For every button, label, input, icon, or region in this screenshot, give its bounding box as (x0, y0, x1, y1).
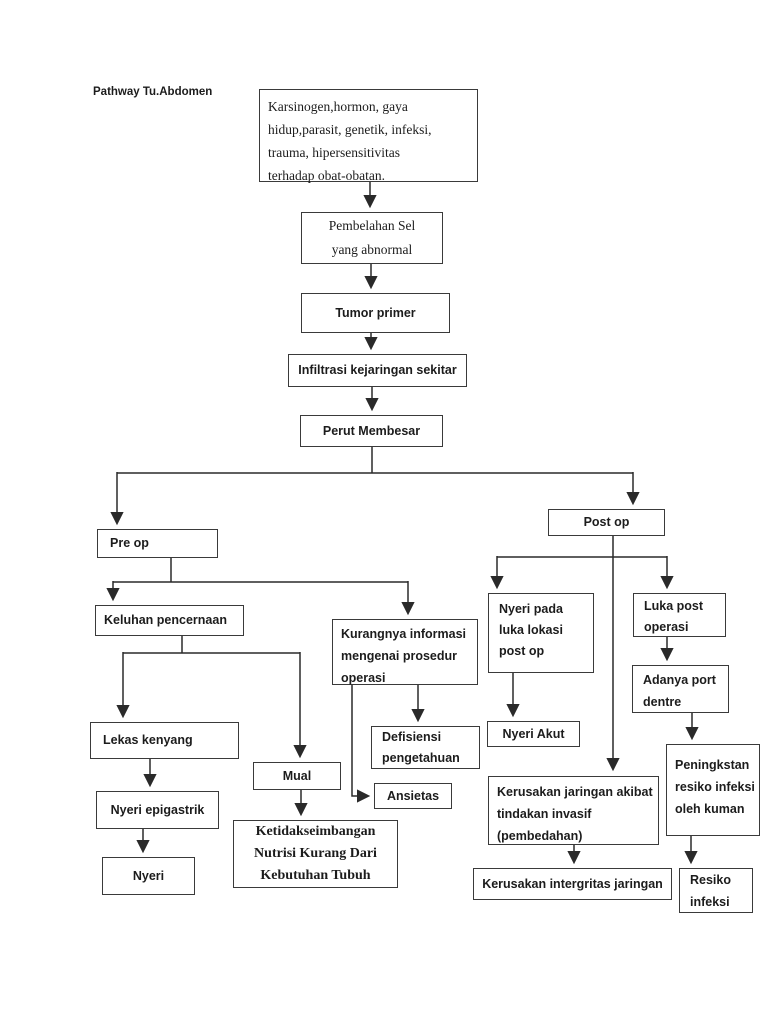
node-kerusakan-jaringan: Kerusakan jaringan akibat tindakan invas… (488, 776, 659, 845)
node-kerusakan-intergritas: Kerusakan intergritas jaringan (473, 868, 672, 900)
page-title: Pathway Tu.Abdomen (93, 86, 213, 98)
node-luka-post-operasi: Luka post operasi (633, 593, 726, 637)
node-ansietas: Ansietas (374, 783, 452, 809)
node-resiko-infeksi: Resiko infeksi (679, 868, 753, 913)
node-perut-membesar: Perut Membesar (300, 415, 443, 447)
node-nyeri-epigastrik: Nyeri epigastrik (96, 791, 219, 829)
node-defisiensi-pengetahuan: Defisiensi pengetahuan (371, 726, 480, 769)
node-kurangnya-informasi: Kurangnya informasi mengenai prosedur op… (332, 619, 478, 685)
node-etiologi: Karsinogen,hormon, gaya hidup,parasit, g… (259, 89, 478, 183)
node-lekas-kenyang: Lekas kenyang (90, 722, 239, 759)
node-peningkstan-resiko-infeksi: Peningkstan resiko infeksi oleh kuman (666, 744, 760, 836)
node-keluhan-pencernaan: Keluhan pencernaan (95, 605, 244, 636)
node-adanya-port-dentre: Adanya port dentre (632, 665, 729, 713)
node-pre-op: Pre op (97, 529, 218, 558)
node-infiltrasi: Infiltrasi kejaringan sekitar (288, 354, 467, 387)
node-ketidakseimbangan-nutrisi: Ketidakseimbangan Nutrisi Kurang Dari Ke… (233, 820, 398, 888)
node-nyeri-akut: Nyeri Akut (487, 721, 580, 747)
node-tumor-primer: Tumor primer (301, 293, 450, 333)
node-mual: Mual (253, 762, 341, 790)
node-post-op: Post op (548, 509, 665, 536)
node-nyeri-pada-luka: Nyeri pada luka lokasi post op (488, 593, 594, 673)
node-nyeri: Nyeri (102, 857, 195, 895)
node-pembelahan-sel: Pembelahan Sel yang abnormal (301, 212, 443, 264)
